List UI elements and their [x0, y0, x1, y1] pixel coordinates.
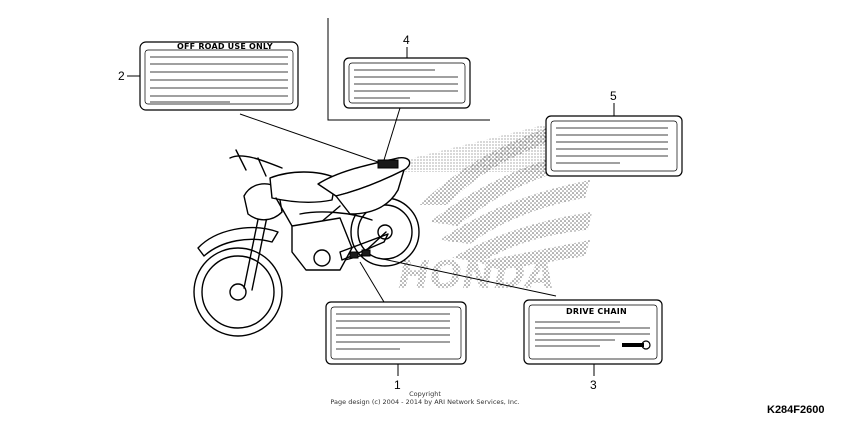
- label-3-pointer: [377, 257, 557, 297]
- callout-4: 4: [403, 33, 410, 47]
- honda-watermark-text: HONDA: [398, 253, 555, 297]
- label-5: [545, 115, 683, 177]
- label-4: [343, 57, 471, 109]
- label-1: [325, 301, 467, 365]
- part-number: K284F2600: [767, 404, 825, 416]
- label-5-projection: [405, 124, 548, 172]
- callout-2: 2: [118, 69, 125, 83]
- drive-chain-label-text: DRIVE CHAIN: [566, 307, 627, 316]
- off-road-label-text: OFF ROAD USE ONLY: [177, 42, 273, 51]
- callout-1: 1: [394, 378, 401, 392]
- callout-5: 5: [610, 89, 617, 103]
- motorcycle-illustration: [193, 149, 420, 337]
- label-1-pointer: [359, 261, 385, 303]
- label-4-bracket: [327, 18, 490, 121]
- wrench-icon: [622, 340, 651, 350]
- label-3-drive-chain: DRIVE CHAIN: [523, 299, 663, 365]
- copyright-line-2: Page design (c) 2004 - 2014 by ARI Netwo…: [330, 398, 519, 406]
- callout-3: 3: [590, 378, 597, 392]
- copyright-line-1: Copyright: [409, 390, 441, 398]
- label-4-pointer: [383, 107, 401, 161]
- label-2-pointer: [239, 113, 379, 163]
- label-2-off-road: OFF ROAD USE ONLY: [139, 41, 299, 111]
